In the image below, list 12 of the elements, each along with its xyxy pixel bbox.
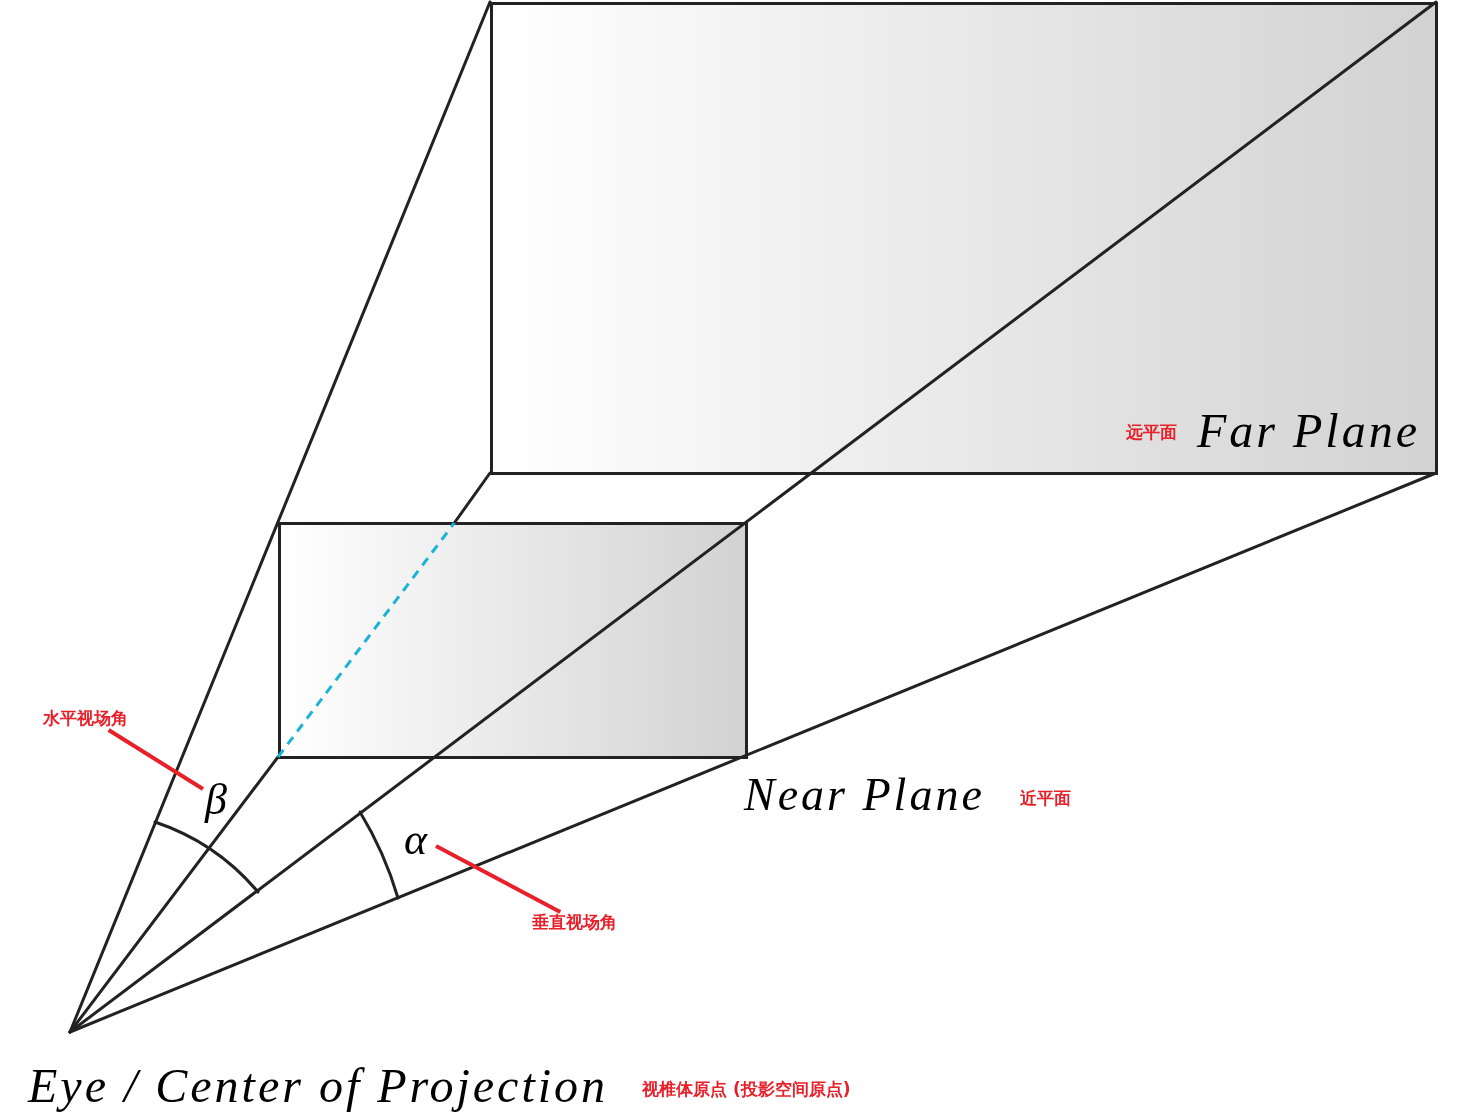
near-plane-label: Near Plane (744, 772, 985, 818)
angle-symbol: β (205, 778, 227, 822)
angle-symbol: α (404, 818, 428, 862)
leader-line (435, 844, 562, 914)
angle-label: 水平视场角 (43, 710, 128, 727)
chinese-label: 远平面 (1126, 424, 1177, 441)
eye-label: Eye / Center of Projection (28, 1062, 609, 1110)
far-plane-label: Far Plane (1197, 407, 1420, 455)
leader-line (107, 728, 205, 791)
chinese-label: 近平面 (1020, 790, 1071, 807)
angle-label: 垂直视场角 (532, 914, 617, 931)
chinese-label: 视椎体原点 (投影空间原点) (642, 1081, 851, 1098)
